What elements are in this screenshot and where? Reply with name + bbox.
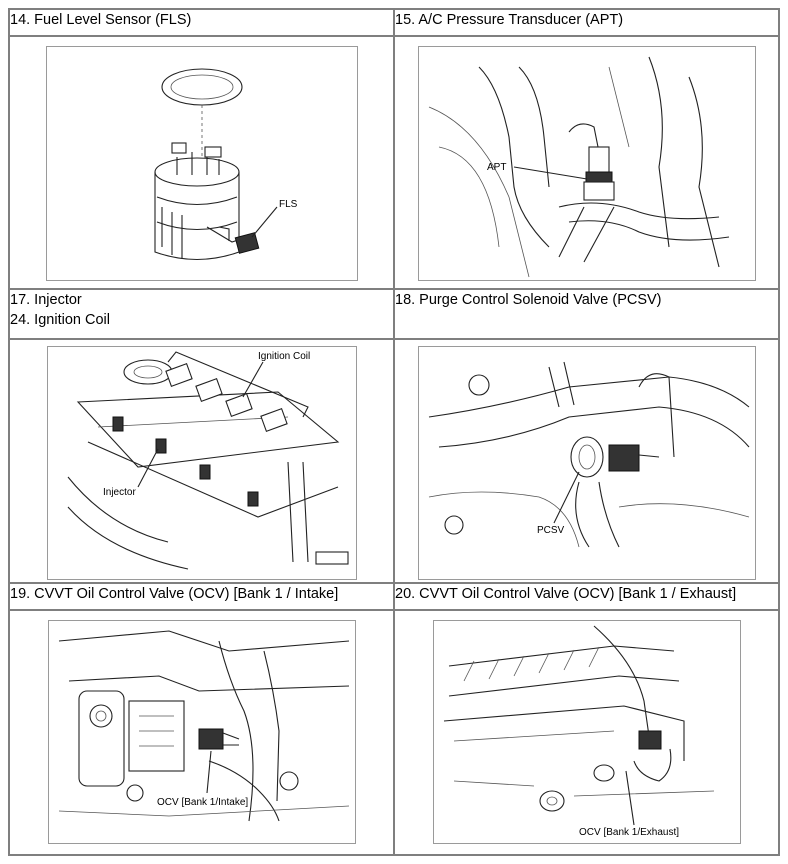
pcsv-illustration: PCSV	[417, 346, 756, 580]
injector-label: Injector	[103, 487, 136, 498]
pcsv-label: PCSV	[537, 525, 565, 536]
figure-cell-injector-coil: Ignition Coil Injector	[8, 338, 395, 584]
apt-illustration: APT	[417, 46, 756, 281]
ocv-exhaust-illustration: OCV [Bank 1/Exhaust]	[432, 620, 741, 844]
ocv-intake-illustration: OCV [Bank 1/Intake]	[47, 620, 356, 844]
injector-coil-illustration: Ignition Coil Injector	[46, 346, 357, 580]
caption-ignition-coil-text: 24. Ignition Coil	[10, 312, 110, 328]
caption-ocv-intake-text: 19. CVVT Oil Control Valve (OCV) [Bank 1…	[10, 586, 339, 602]
figure-cell-apt: APT	[393, 35, 780, 290]
caption-fls: 14. Fuel Level Sensor (FLS)	[8, 8, 395, 37]
caption-pcsv: 18. Purge Control Solenoid Valve (PCSV)	[393, 288, 780, 340]
caption-apt: 15. A/C Pressure Transducer (APT)	[393, 8, 780, 37]
figure-cell-ocv-intake: OCV [Bank 1/Intake]	[8, 609, 395, 856]
figure-cell-ocv-exhaust: OCV [Bank 1/Exhaust]	[393, 609, 780, 856]
figure-cell-fls: FLS	[8, 35, 395, 290]
caption-apt-text: 15. A/C Pressure Transducer (APT)	[395, 12, 624, 28]
caption-ocv-intake: 19. CVVT Oil Control Valve (OCV) [Bank 1…	[8, 582, 395, 611]
figure-cell-pcsv: PCSV	[393, 338, 780, 584]
fls-label: FLS	[279, 199, 298, 210]
caption-ocv-exhaust-text: 20. CVVT Oil Control Valve (OCV) [Bank 1…	[395, 586, 737, 602]
caption-ocv-exhaust: 20. CVVT Oil Control Valve (OCV) [Bank 1…	[393, 582, 780, 611]
ocv-intake-label: OCV [Bank 1/Intake]	[157, 797, 248, 808]
component-location-table: 14. Fuel Level Sensor (FLS) 15. A/C Pres…	[8, 8, 780, 856]
caption-injector-text: 17. Injector	[10, 292, 82, 308]
caption-pcsv-text: 18. Purge Control Solenoid Valve (PCSV)	[395, 292, 662, 308]
ignition-coil-label: Ignition Coil	[258, 351, 310, 362]
component-location-sheet: 14. Fuel Level Sensor (FLS) 15. A/C Pres…	[8, 8, 780, 856]
fls-illustration: FLS	[45, 46, 358, 281]
caption-fls-text: 14. Fuel Level Sensor (FLS)	[10, 12, 192, 28]
apt-label: APT	[487, 162, 506, 173]
ocv-exhaust-label: OCV [Bank 1/Exhaust]	[579, 827, 679, 838]
caption-injector-coil: 17. Injector 24. Ignition Coil	[8, 288, 395, 340]
